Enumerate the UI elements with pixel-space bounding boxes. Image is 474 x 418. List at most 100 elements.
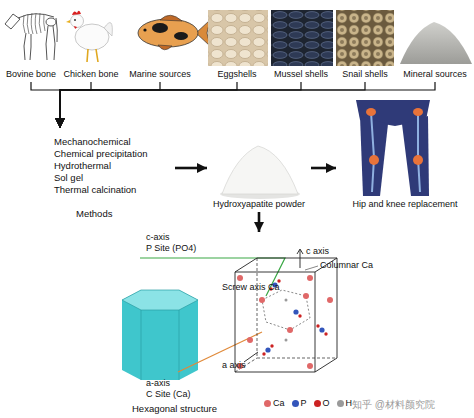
atom-legend: Ca P O H	[264, 398, 352, 409]
cell-hidden-edges	[235, 258, 337, 372]
axis-label: a-axis	[146, 378, 170, 389]
method-item: Chemical precipitation	[54, 148, 147, 160]
mussel-photo	[271, 10, 333, 66]
axis-label: c-axis	[146, 232, 170, 243]
c-site-leader	[178, 332, 262, 372]
hexagonal-prism	[122, 290, 198, 380]
cell-edges	[235, 258, 337, 372]
arrow-tip	[297, 249, 303, 254]
o-atom	[270, 344, 273, 347]
eye	[74, 19, 76, 21]
h-atom	[285, 299, 288, 302]
ca-atom	[247, 337, 253, 343]
powder-pile	[222, 146, 298, 194]
prism-edges	[141, 310, 179, 380]
chicken-head	[71, 15, 84, 28]
method-item: Mechanochemical	[54, 136, 131, 148]
connector-arrow	[175, 167, 207, 170]
method-item: Sol gel	[54, 172, 83, 184]
hip-implant	[366, 108, 376, 116]
node-caption: Chicken bone	[63, 69, 118, 80]
connector-arrow	[60, 82, 435, 128]
ribs	[23, 13, 45, 34]
connector-arrow	[60, 82, 301, 128]
c-axis-arrow	[300, 250, 301, 268]
legend-text: P	[301, 398, 307, 409]
knee-implant	[369, 155, 379, 165]
fish	[138, 15, 210, 50]
connector-arrow	[311, 167, 336, 170]
fish-fin	[158, 45, 172, 50]
legend-item: P	[292, 398, 307, 409]
pelvis	[46, 18, 56, 26]
snail-photo	[336, 10, 394, 66]
source-item: Snail shells	[334, 0, 396, 82]
source-item: Eggshells	[205, 0, 269, 82]
method-item: Thermal calcination	[54, 184, 136, 196]
legend-item: H	[337, 398, 353, 409]
connector-arrow	[60, 82, 160, 128]
ca-atom	[327, 297, 333, 303]
atom-label: Screw axis Ca	[222, 282, 280, 293]
prism-top	[122, 290, 198, 310]
watermark: 知乎 @材料颜究院	[352, 399, 435, 410]
chicken	[66, 11, 112, 62]
legs	[24, 26, 55, 60]
chicken-body	[75, 24, 109, 50]
axis-label: c axis	[306, 246, 329, 257]
left-leg	[360, 116, 388, 196]
source-item: Mussel shells	[268, 0, 334, 82]
legend-item: Ca	[264, 398, 285, 409]
chicken-legs	[87, 49, 98, 62]
fish-fin	[160, 15, 182, 21]
h-atom	[285, 339, 288, 342]
ca-atom	[259, 297, 265, 303]
source-item: Marine sources	[118, 0, 202, 82]
fish-body	[138, 19, 198, 47]
ca-atom	[307, 275, 313, 281]
connector-arrow	[60, 82, 91, 128]
comb	[72, 11, 81, 15]
site-label: P Site (PO4)	[146, 243, 196, 254]
application-item: Hip and knee replacement	[336, 96, 474, 212]
ca-atom	[307, 363, 313, 369]
o-atom	[324, 332, 327, 335]
source-item: Chicken bone	[62, 0, 120, 82]
prism-body	[122, 290, 198, 380]
mineral-powder	[400, 22, 472, 64]
legend-item: O	[314, 398, 330, 409]
node-caption: Hydroxyapatite powder	[213, 199, 305, 210]
legend-text: H	[346, 398, 353, 409]
axis-label: a axis	[222, 360, 246, 371]
p-atom	[319, 327, 324, 332]
fish-patch	[152, 23, 168, 33]
o-atom	[298, 314, 301, 317]
bovine-skeleton	[5, 13, 57, 60]
node-caption: Marine sources	[129, 69, 191, 80]
ca-atom	[303, 293, 309, 299]
tail	[56, 18, 57, 42]
connector-arrow	[60, 82, 237, 128]
node-caption: Hexagonal structure	[132, 403, 217, 414]
right-leg	[402, 116, 429, 196]
o-atom	[262, 352, 265, 355]
fish-patch	[174, 32, 188, 40]
node-caption: Hip and knee replacement	[352, 199, 457, 210]
legend-text: Ca	[273, 398, 285, 409]
legend-text: O	[323, 398, 330, 409]
list-heading: Methods	[76, 208, 112, 220]
method-item: Hydrothermal	[54, 160, 111, 172]
source-item: Bovine bone	[0, 0, 62, 82]
atom-label: Columnar Ca	[320, 260, 373, 271]
connector-arrow	[60, 82, 365, 128]
p-atom	[265, 347, 270, 352]
legend-swatch	[292, 400, 299, 407]
p-atom	[293, 309, 298, 314]
legend-swatch	[264, 400, 271, 407]
ca-atom	[287, 327, 293, 333]
legs-illustration	[356, 100, 430, 196]
connector-arrow	[31, 82, 60, 128]
eggshells-photo	[208, 10, 268, 66]
legend-swatch	[337, 400, 344, 407]
